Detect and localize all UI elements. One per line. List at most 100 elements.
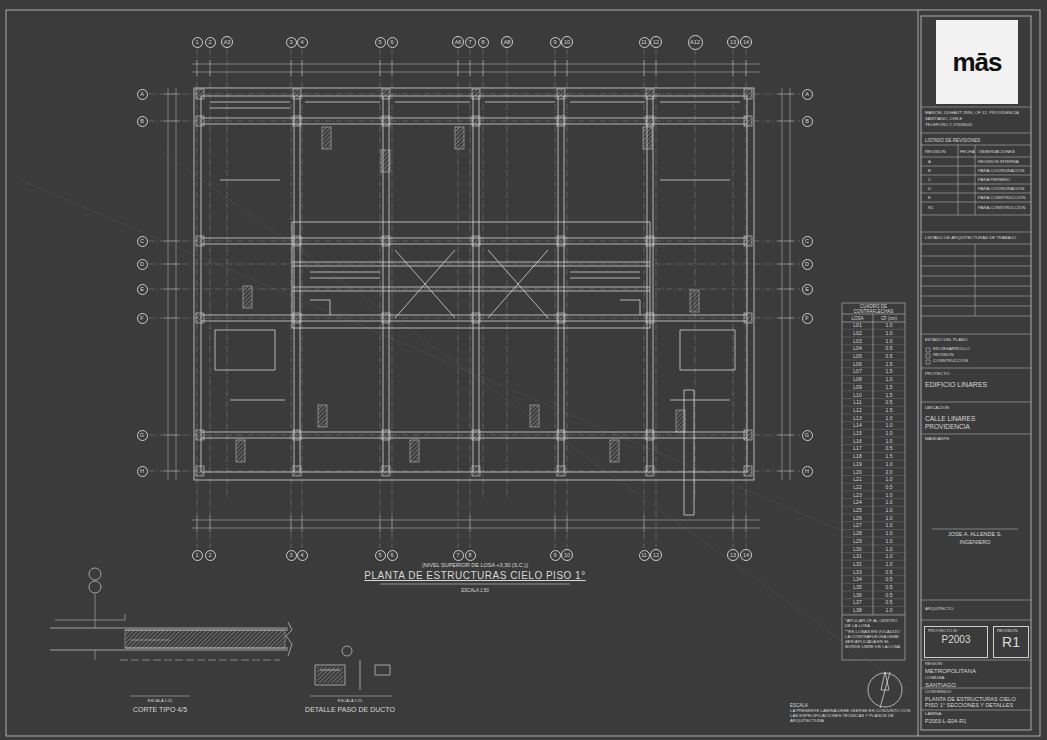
- grid-label: 6: [388, 551, 397, 560]
- grid-bubble: A: [802, 89, 813, 100]
- grid-bubble: H: [802, 466, 813, 477]
- sheet-label: UBICACION:: [925, 406, 950, 411]
- grid-label: F: [803, 314, 812, 323]
- grid-bubble: E: [137, 284, 148, 295]
- table-cell: 0.5: [886, 346, 893, 352]
- table-cell: L20: [853, 470, 861, 476]
- sheet-label: REVISION: [925, 150, 946, 155]
- grid-label: A6: [453, 37, 463, 47]
- sheet-label: (NIVEL SUPERIOR DE LOSA +3,30 (S.C.)): [422, 562, 528, 568]
- table-cell: L25: [853, 508, 861, 514]
- sheet-label: CONTENIDO:: [925, 690, 952, 695]
- field-value: P2003: [928, 634, 984, 646]
- table-cell: L12: [853, 408, 861, 414]
- grid-label: 2: [206, 38, 215, 47]
- table-cell: L32: [853, 562, 861, 568]
- grid-bubble: 12: [650, 36, 662, 48]
- sheet-label: PARA COORDINACION: [978, 187, 1024, 192]
- grid-bubble: A3: [221, 36, 233, 48]
- sheet-label: DETALLE PASO DE DUCTO: [305, 706, 395, 714]
- sheet-label: JOSE A. ALLENDE S.: [948, 531, 1002, 537]
- table-cell: L36: [853, 593, 861, 599]
- grid-label: 14: [741, 37, 751, 47]
- grid-label: 13: [728, 37, 738, 47]
- grid-label: D: [803, 260, 812, 269]
- sheet-label: PLANTA DE ESTRUCTURAS CIELO PISO 1° SECC…: [925, 696, 1025, 709]
- grid-bubble: 8: [465, 550, 476, 561]
- grid-bubble: F: [137, 313, 148, 324]
- dimension-lines: [164, 60, 794, 532]
- table-cell: 1.0: [886, 547, 893, 553]
- table-cell: L19: [853, 462, 861, 468]
- table-title: CUADRO DE CONTRAFLECHAS: [846, 304, 902, 314]
- grid-label: 1: [193, 551, 202, 560]
- table-cell: 0.5: [886, 585, 893, 591]
- table-cell: L16: [853, 439, 861, 445]
- sheet-label: CALLE LINARES: [925, 415, 975, 422]
- sheet-label: SANTIAGO: [925, 682, 956, 689]
- grid-bubble: 3: [286, 37, 297, 48]
- grid-bubble: 6: [387, 37, 398, 48]
- table-header: LOSA: [851, 316, 863, 321]
- grid-bubble: A: [137, 89, 148, 100]
- grid-label: 4: [298, 551, 307, 560]
- grid-bubble: 2: [205, 550, 216, 561]
- grid-label: 9: [551, 38, 560, 47]
- sheet-frame: [6, 10, 1040, 736]
- table-cell: 1.0: [886, 477, 893, 483]
- grid-bubble: 14: [740, 549, 752, 561]
- sheet-label: B: [928, 169, 931, 174]
- table-cell: 1.0: [886, 377, 893, 383]
- sheet-label: CONSTRUCCION: [933, 359, 968, 364]
- grid-bubble: B: [137, 116, 148, 127]
- table-cell: 1.0: [886, 516, 893, 522]
- grid-label: B: [803, 117, 812, 126]
- table-cell: 1.0: [886, 462, 893, 468]
- grid-label: F: [138, 314, 147, 323]
- table-note: *APLICAR CF AL CENTRO DE LA LOSA.: [845, 619, 903, 629]
- grid-bubble: 9: [550, 550, 561, 561]
- table-cell: L07: [853, 369, 861, 375]
- table-cell: 0.5: [886, 600, 893, 606]
- grid-label: 5: [376, 38, 385, 47]
- grid-bubble: F: [802, 313, 813, 324]
- sheet-label: PROVIDENCIA: [925, 423, 970, 430]
- table-cell: 1.5: [886, 393, 893, 399]
- table-cell: L29: [853, 539, 861, 545]
- sheet-label: REVISION INTERNA: [978, 160, 1019, 165]
- table-cell: L34: [853, 577, 861, 583]
- field-heading: PROYECTO N°: [928, 629, 984, 634]
- sheet-label: EDIFICIO LINARES: [925, 381, 987, 389]
- grid-bubble: 11: [639, 37, 650, 48]
- sheet-label: ARQUITECTO:: [925, 607, 954, 612]
- table-cell: L14: [853, 423, 861, 429]
- grid-label: E: [803, 285, 812, 294]
- grid-label: A: [803, 90, 812, 99]
- grid-label: 6: [388, 38, 397, 47]
- table-cell: L03: [853, 339, 861, 345]
- grid-label: C: [138, 237, 147, 246]
- grid-label: G: [138, 431, 147, 440]
- sheet-label: ESTADO DEL PLANO: [925, 338, 968, 343]
- table-cell: 1.0: [886, 439, 893, 445]
- grid-bubble: G: [802, 430, 813, 441]
- table-cell: L28: [853, 531, 861, 537]
- table-cell: 1.0: [886, 331, 893, 337]
- sheet-label: LAMINA:: [925, 712, 942, 717]
- sheet-label: PARA COORDINACION: [978, 169, 1024, 174]
- table-cell: L23: [853, 493, 861, 499]
- section-details: [50, 568, 570, 696]
- grid-label: 10: [562, 550, 572, 560]
- sheet-label: PARA CONSTRUCCION: [978, 196, 1025, 201]
- grid-lines: [149, 49, 800, 548]
- table-cell: 1.0: [886, 339, 893, 345]
- grid-label: 11: [640, 551, 649, 560]
- grid-bubble: H: [137, 466, 148, 477]
- grid-label: 5: [376, 551, 385, 560]
- grid-bubble: 6: [387, 550, 398, 561]
- sheet-label: A: [928, 160, 931, 165]
- table-cell: L22: [853, 485, 861, 491]
- grid-label: A: [138, 90, 147, 99]
- table-cell: 1.0: [886, 562, 893, 568]
- sheet-label: OBSERVACIONES: [978, 150, 1015, 155]
